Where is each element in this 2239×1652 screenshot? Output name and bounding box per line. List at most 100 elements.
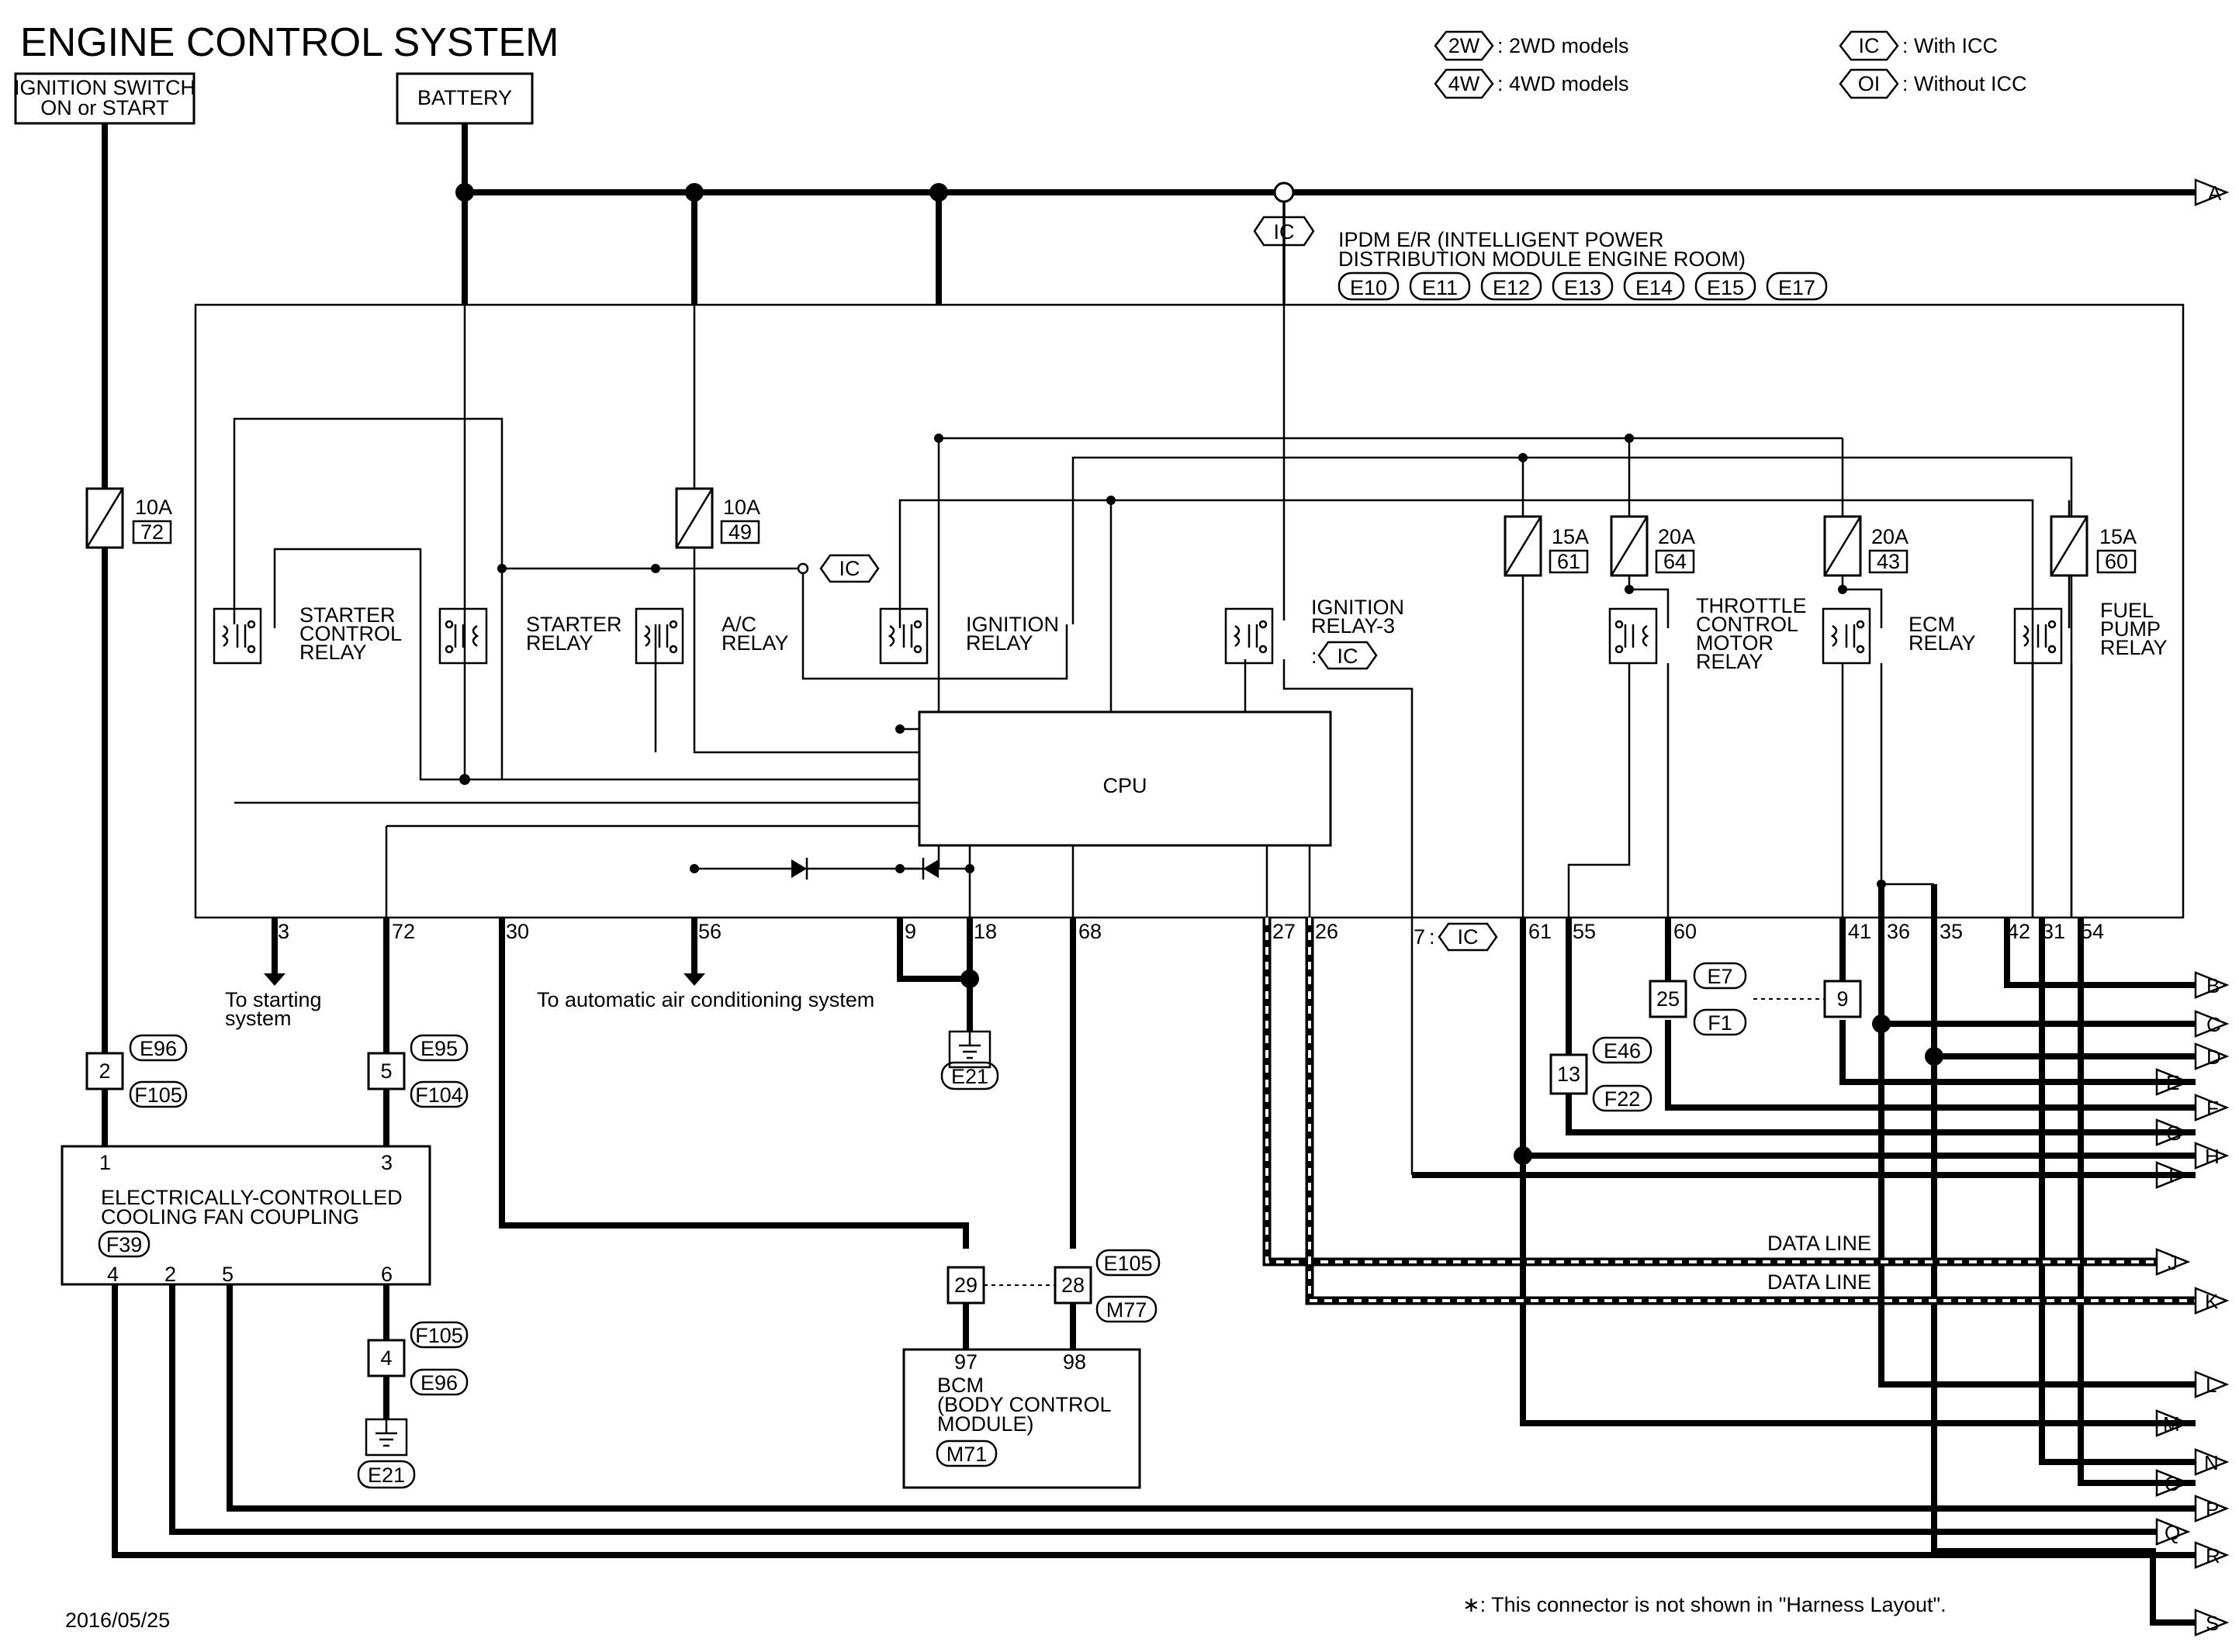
svg-text:DATA LINE: DATA LINE [1767,1232,1871,1255]
starter-control-relay: STARTER CONTROL RELAY [213,603,402,665]
to-ac-note: To automatic air conditioning system [537,988,874,1011]
svg-text:L: L [2206,1374,2217,1397]
svg-text:J: J [2168,1251,2178,1274]
svg-text:20A: 20A [1658,525,1695,548]
fuse-10a-49: 10A 49 [675,487,760,549]
svg-text:35: 35 [1940,920,1963,943]
svg-text:29: 29 [954,1274,978,1297]
svg-text:O: O [2165,1472,2180,1495]
svg-text:97: 97 [954,1350,978,1374]
svg-text:4: 4 [380,1346,392,1370]
joint-connector-29: 29 [946,1266,985,1305]
svg-text:M71: M71 [946,1443,988,1466]
svg-text:98: 98 [1063,1350,1086,1374]
svg-text:6: 6 [381,1263,393,1286]
svg-text:5: 5 [380,1059,392,1083]
svg-text:DISTRIBUTION MODULE ENGINE ROO: DISTRIBUTION MODULE ENGINE ROOM) [1338,247,1746,271]
svg-text:9: 9 [1836,987,1848,1011]
fuse-10a-72: 10A 72 [85,487,172,549]
legend-item-2w: 2W : 2WD models [1434,30,1629,61]
cpu-block: CPU [918,710,1332,847]
ipdm-title: IPDM E/R (INTELLIGENT POWER DISTRIBUTION… [1338,228,1746,271]
svg-text:R: R [2206,1544,2220,1567]
svg-text:BCM: BCM [937,1374,984,1397]
svg-text:7: 7 [1414,925,1425,949]
page-title: ENGINE CONTROL SYSTEM [20,20,559,65]
svg-text:C: C [2206,1013,2221,1036]
diode-1 [791,858,808,880]
joint-connector-28: 28 E105 M77 [1054,1249,1161,1323]
svg-text:3: 3 [381,1151,393,1174]
svg-text:68: 68 [1078,920,1102,943]
svg-text:(BODY CONTROL: (BODY CONTROL [937,1393,1112,1416]
svg-text:: 4WD models: : 4WD models [1497,72,1629,95]
svg-text:E15: E15 [1707,276,1744,299]
battery-source: BATTERY [396,72,534,125]
ic-tag-ac: IC [819,554,880,583]
svg-text:IPDM E/R (INTELLIGENT POWER: IPDM E/R (INTELLIGENT POWER [1338,228,1664,251]
svg-text:E95: E95 [420,1037,458,1060]
data-line-j: DATA LINE [1262,918,2157,1267]
svg-text:COOLING FAN COUPLING: COOLING FAN COUPLING [101,1205,359,1229]
svg-text:E21: E21 [368,1464,405,1487]
svg-text:E21: E21 [951,1065,988,1088]
diagram-date: 2016/05/25 [65,1609,170,1632]
svg-text:72: 72 [392,920,415,943]
svg-text:55: 55 [1573,920,1596,943]
svg-text:1: 1 [99,1151,111,1174]
svg-text:F104: F104 [415,1083,463,1107]
svg-text:F1: F1 [1708,1011,1732,1035]
bcm-module: 97 98 BCM (BODY CONTROL MODULE) M71 [902,1348,1141,1489]
legend: 2W : 2WD models 4W : 4WD models IC : Wit… [1434,30,2027,99]
legend-item-oi: OI : Without ICC [1839,68,2027,99]
svg-text:F105: F105 [415,1324,463,1347]
svg-text:20A: 20A [1871,525,1909,548]
svg-text:RELAY-3: RELAY-3 [1311,614,1395,638]
svg-text:K: K [2205,1290,2219,1313]
diode-2 [922,858,939,880]
ground-e21-lower: E21 [357,1418,416,1489]
ecm-relay: ECM RELAY [1822,607,1976,665]
joint-connector-5: 5 E95 F104 [367,1034,469,1154]
ignition-relay-3: IGNITION RELAY-3 : IC [1224,596,1404,670]
svg-text:: Without ICC: : Without ICC [1902,72,2027,95]
svg-text:28: 28 [1061,1274,1085,1297]
svg-text:E: E [2166,1071,2179,1094]
ignition-switch-source: IGNITION SWITCH ON or START [14,72,196,125]
svg-text:E96: E96 [420,1371,458,1395]
svg-text:9: 9 [905,920,916,943]
svg-text:OI: OI [1858,72,1881,95]
harness-footnote: ∗: This connector is not shown in "Harne… [1462,1593,1947,1616]
svg-text:25: 25 [1656,987,1680,1011]
ipdm-module [194,303,2185,919]
svg-text:E14: E14 [1635,276,1673,299]
svg-text:F: F [2206,1097,2219,1120]
legend-item-4w: 4W : 4WD models [1434,68,1629,99]
joint-connector-4: 4 F105 E96 [367,1321,469,1396]
cooling-fan-coupling: ELECTRICALLY-CONTROLLED COOLING FAN COUP… [61,1145,431,1286]
svg-text:61: 61 [1557,550,1580,573]
svg-text:: With ICC: : With ICC [1902,34,1998,57]
svg-text:F39: F39 [106,1233,143,1256]
svg-text:E105: E105 [1103,1252,1152,1275]
svg-text:E46: E46 [1604,1039,1641,1063]
svg-text:4: 4 [107,1263,119,1286]
svg-text:F105: F105 [134,1083,182,1107]
joint-connector-2: 2 E96 F105 [85,1034,188,1108]
svg-text:27: 27 [1272,920,1296,943]
svg-text:A: A [2208,181,2222,205]
ac-relay: A/C RELAY [635,607,789,665]
svg-text:CONTROL: CONTROL [299,622,402,645]
svg-text:5: 5 [222,1263,234,1286]
to-starting-note: To starting system [225,988,322,1030]
svg-text:3: 3 [278,920,289,943]
svg-text:M: M [2163,1412,2180,1436]
data-line-k: DATA LINE [1305,918,2196,1305]
svg-text:E13: E13 [1564,276,1601,299]
svg-text:CPU: CPU [1102,774,1147,797]
fuse-20a-43: 20A 43 [1823,515,1909,577]
svg-text:E10: E10 [1350,276,1387,299]
svg-text:26: 26 [1315,920,1338,943]
svg-text:MOTOR: MOTOR [1696,631,1774,655]
